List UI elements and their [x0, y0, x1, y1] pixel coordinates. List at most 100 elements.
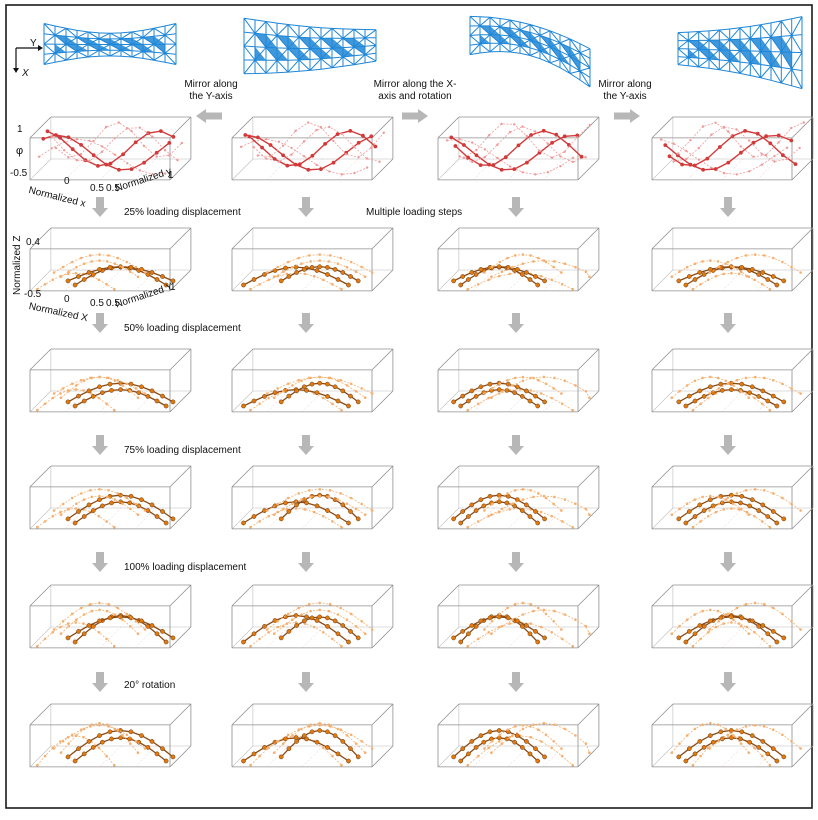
arc-point [724, 379, 727, 383]
floor-grid [542, 269, 565, 292]
box-edge [169, 158, 192, 181]
box-edge [169, 465, 192, 488]
arc-point [325, 381, 330, 387]
phase-point [571, 156, 575, 159]
arc-point [697, 270, 703, 275]
shape-z-label: Normalized Z [12, 235, 23, 295]
box-edge [791, 116, 814, 139]
arc-point [145, 508, 151, 513]
phase-point [117, 167, 121, 172]
arc-point [760, 283, 764, 286]
phase-point [512, 167, 517, 172]
phase-point [571, 160, 575, 164]
arc-point [744, 602, 748, 606]
arc-point [473, 272, 479, 277]
arc-point [75, 265, 78, 269]
arc-point [571, 408, 574, 412]
arc-point [511, 502, 514, 506]
arc-point [134, 740, 138, 743]
arc-point [505, 493, 511, 499]
box-edge [231, 390, 254, 413]
lattice-cell [560, 42, 570, 57]
arc-point [532, 609, 535, 613]
arc-point [82, 622, 85, 625]
arc-point [345, 734, 349, 737]
arc-point [760, 520, 764, 523]
arc-point [282, 625, 285, 628]
arc-point [80, 378, 83, 382]
arc-point [113, 763, 116, 767]
arc-point [707, 267, 713, 272]
arc-point [107, 602, 110, 606]
phase-point [344, 153, 348, 156]
arc-point [451, 278, 456, 284]
arc-point [272, 513, 276, 516]
arc-point [286, 260, 290, 264]
arc-point [82, 262, 86, 266]
arc-point [739, 265, 745, 270]
box-edge [437, 227, 460, 250]
phase-point [290, 153, 293, 156]
phase-point [340, 173, 344, 176]
arc-point [563, 613, 567, 616]
arc-point [340, 739, 346, 744]
arc-point [552, 620, 555, 623]
arc-point [539, 510, 543, 514]
arc-point [309, 260, 312, 263]
arc-point [360, 387, 364, 390]
phase-point [550, 140, 554, 145]
arc-point [327, 609, 331, 613]
arc-point [563, 379, 567, 383]
arc-point [113, 262, 117, 266]
lattice-cell [540, 35, 550, 47]
arc-point [496, 614, 502, 620]
arc-point [692, 398, 698, 404]
arc-point [267, 631, 271, 634]
arc-point [781, 260, 784, 264]
box-edge [29, 584, 52, 607]
arc-point [309, 609, 312, 613]
arc-point [61, 620, 65, 623]
phase-point [727, 130, 730, 133]
arc-point [701, 272, 707, 277]
arc-point [739, 742, 743, 745]
arc-point [497, 274, 501, 278]
floor-grid [472, 626, 495, 649]
box-edge [791, 158, 814, 181]
arc-point [276, 740, 280, 743]
phase-point [328, 125, 331, 129]
arc-point [113, 379, 117, 383]
arc-point [272, 751, 276, 754]
arc-point [521, 727, 525, 731]
arc-point [670, 275, 674, 279]
axis-icon-y-label: Y [30, 38, 37, 49]
phase-curve [55, 122, 183, 158]
arc-point [719, 388, 725, 393]
arc-point [790, 620, 793, 623]
arc-point [533, 393, 538, 399]
shape-z-tick-low: -0.5 [24, 289, 42, 300]
shape-x-tick-0: 0 [64, 294, 70, 305]
arc-point [100, 503, 105, 509]
lattice-cell [121, 38, 132, 45]
arc-point [521, 498, 525, 501]
phase-point [88, 159, 91, 163]
lattice-cell [688, 48, 699, 59]
arc-point [574, 618, 577, 621]
arc-point [304, 500, 309, 506]
phase-point [353, 145, 356, 149]
arc-point [718, 381, 724, 387]
arc-point [74, 388, 78, 391]
phase-x-tick-05: 0.5 [90, 183, 104, 194]
lattice-cell [740, 39, 751, 51]
arc-point [588, 513, 591, 516]
arc-point [51, 631, 54, 634]
arc-point [481, 739, 487, 745]
arc-point [701, 376, 704, 380]
arc-point [781, 382, 784, 386]
box-edge [29, 269, 52, 292]
arc-point [163, 282, 169, 288]
phase-point [534, 173, 537, 176]
lattice-cell [709, 49, 720, 60]
arc-point [61, 265, 65, 269]
